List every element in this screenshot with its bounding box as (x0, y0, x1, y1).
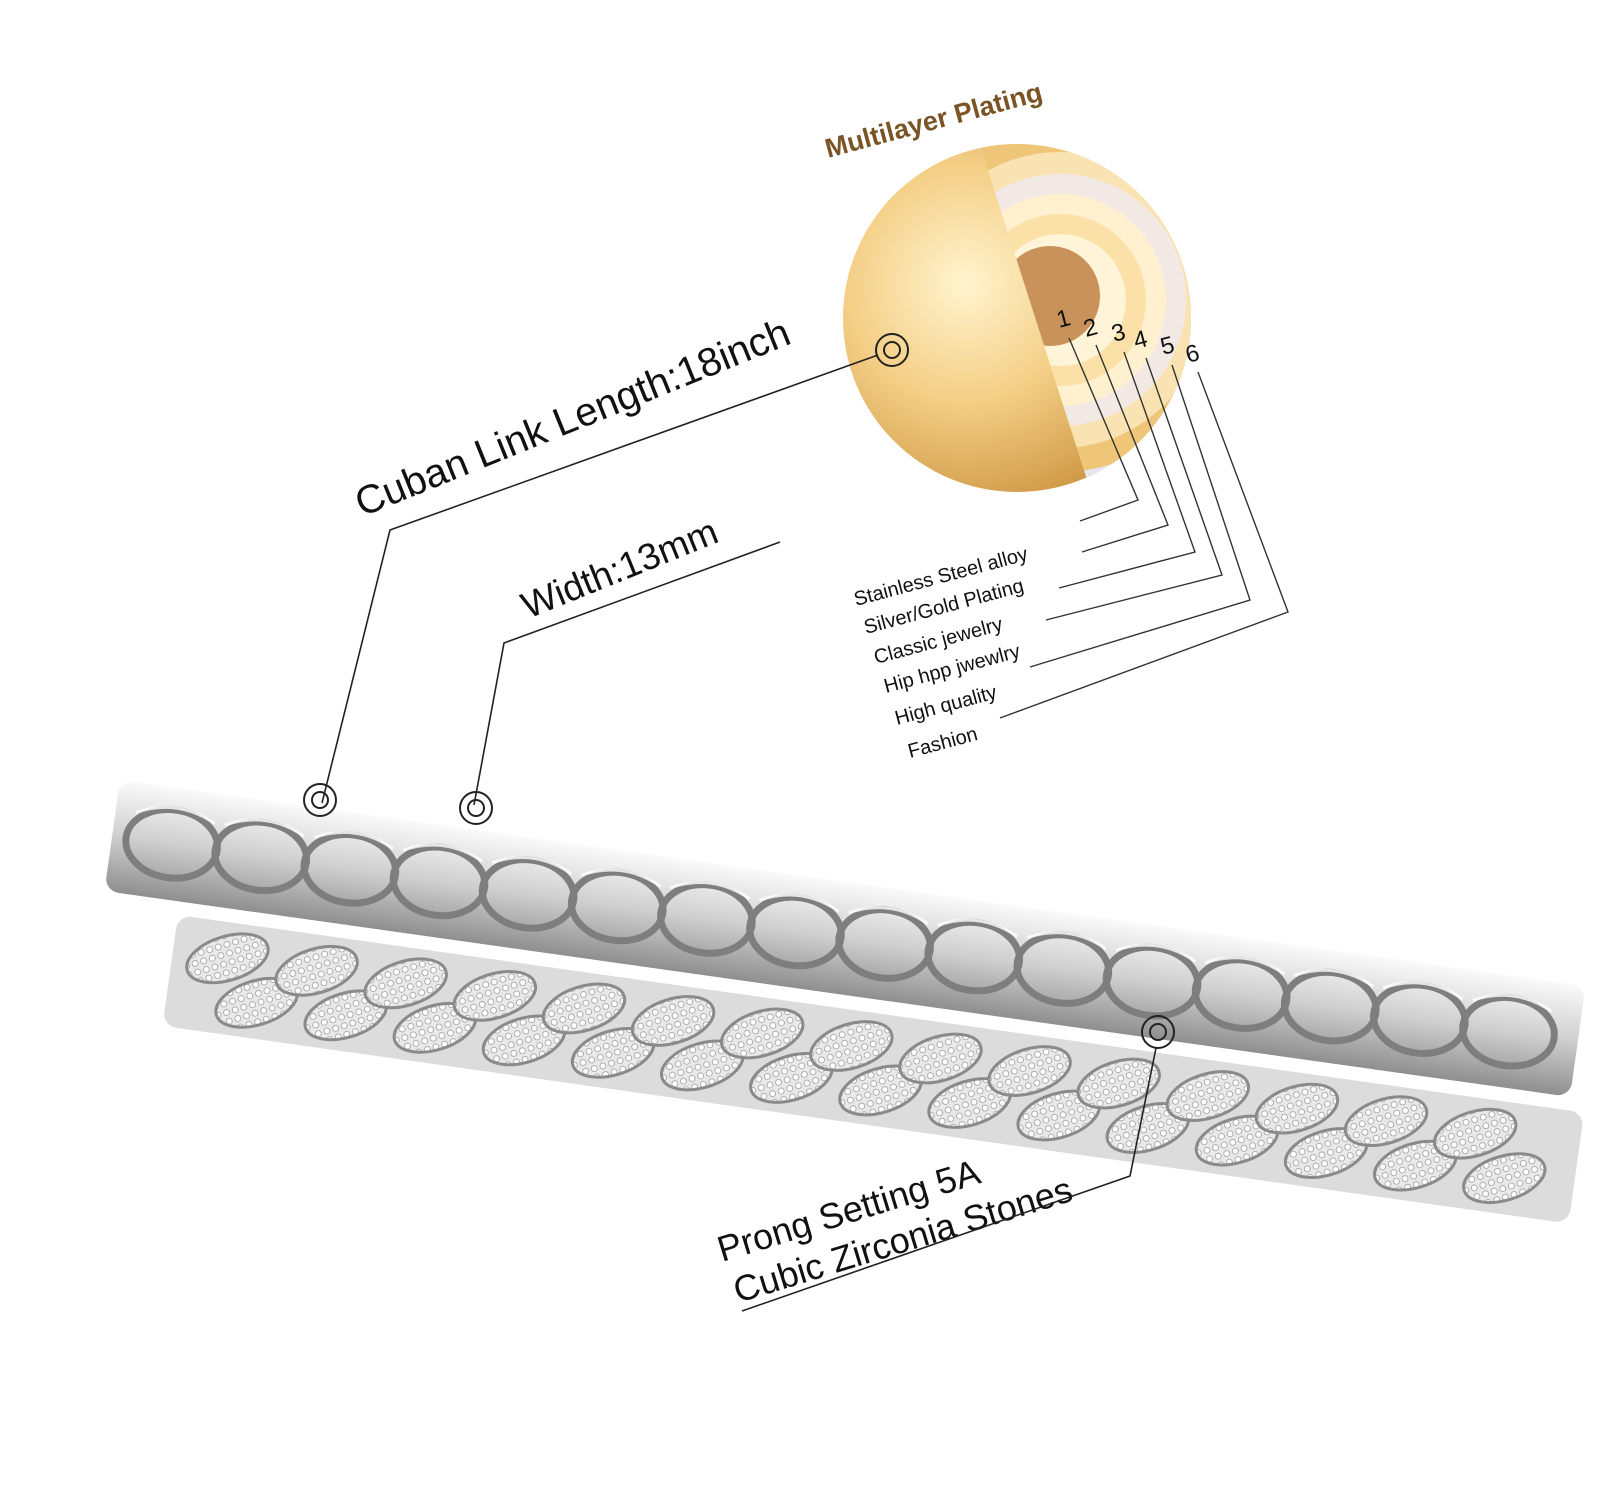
layer-number-6: 6 (1183, 339, 1203, 369)
layer-leader-lines (999, 337, 1289, 719)
plain-cuban-chain (106, 781, 1584, 1096)
width-target-marker (459, 791, 493, 825)
iced-cuban-chain (164, 916, 1583, 1222)
stones-target-marker (1141, 1015, 1175, 1049)
iced-chain-links (185, 932, 1547, 1205)
layer-labels: Stainless Steel alloy Silver/Gold Platin… (852, 543, 1031, 763)
width-callout: Width:13mm (473, 511, 781, 806)
layer-label-6: Fashion (906, 723, 980, 763)
target-marker (875, 333, 909, 367)
chain-links (122, 806, 1558, 1070)
length-label: Cuban Link Length:18inch (349, 310, 796, 525)
length-target-marker (303, 783, 337, 817)
width-label: Width:13mm (516, 511, 724, 627)
